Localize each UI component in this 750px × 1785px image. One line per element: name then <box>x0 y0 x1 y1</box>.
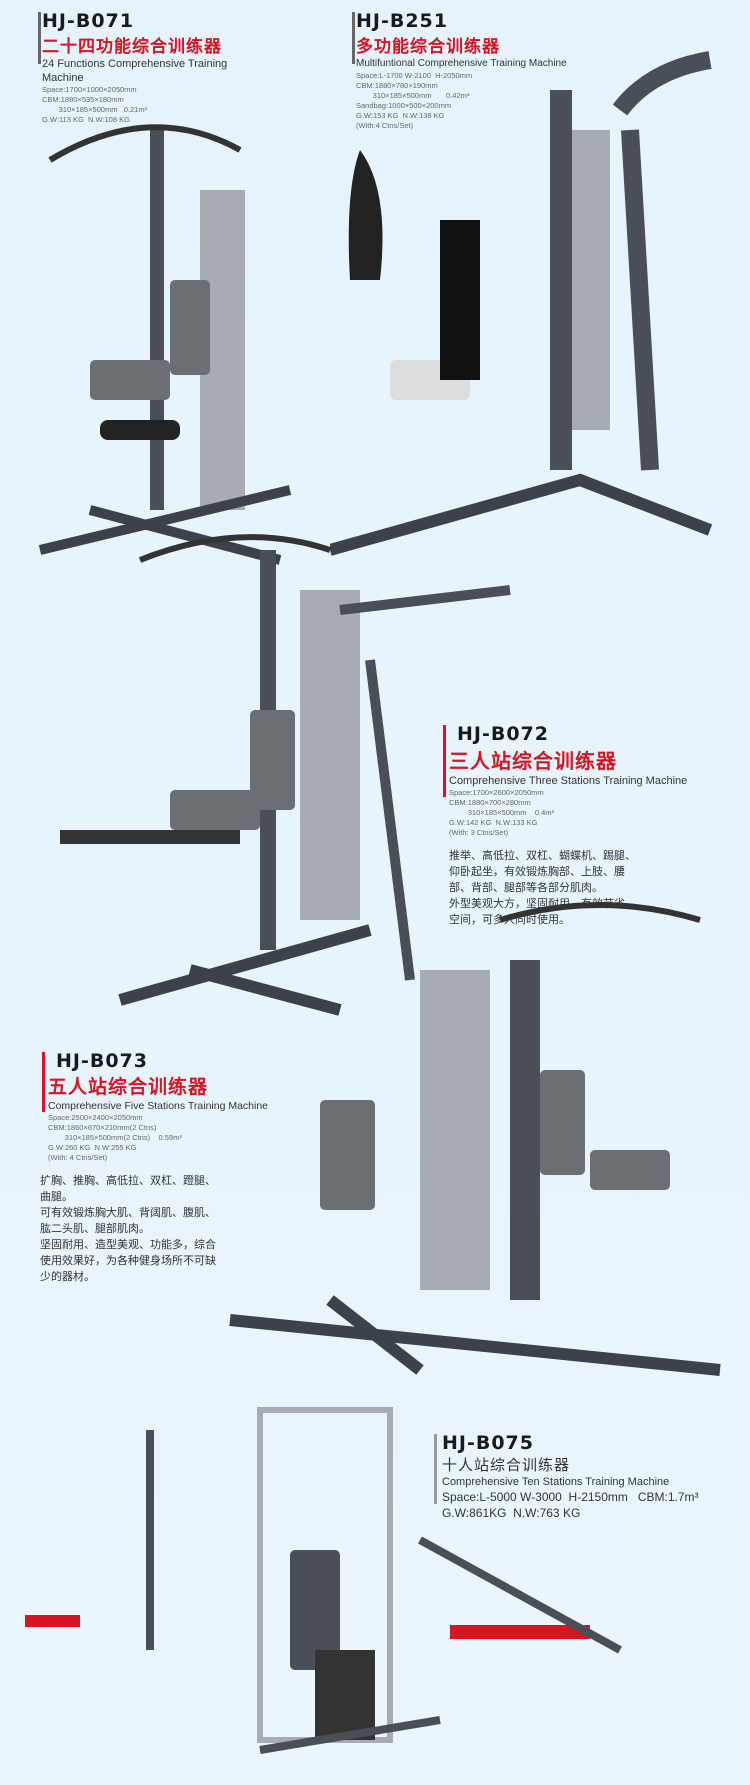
spec-line: G.W:113 KG N.W:108 KG <box>42 115 130 124</box>
product-code: HJ-B251 <box>356 10 448 32</box>
product-name-cn: 三人站综合训练器 <box>449 749 617 773</box>
product-code: HJ-B073 <box>56 1050 148 1072</box>
description-line: 使用效果好，为各种健身场所不可缺 <box>40 1254 216 1267</box>
divider <box>38 12 41 64</box>
spec-line: G.W:260 KG N.W:255 KG <box>48 1143 137 1152</box>
product-code: HJ-B071 <box>42 10 134 32</box>
product-name-cn: 十人站综合训练器 <box>442 1456 571 1474</box>
product-name-en: Comprehensive Ten Stations Training Mach… <box>442 1476 670 1488</box>
description-line: 空间，可多人同时使用。 <box>449 913 570 926</box>
divider <box>352 12 355 64</box>
divider <box>434 1434 437 1504</box>
spec-line: 310×185×500mm 0.42m³ <box>356 91 470 100</box>
product-description: 扩胸、推胸、高低拉、双杠、蹬腿、 曲腿。 可有效锻炼胸大肌、背阔肌、腹肌、 肱二… <box>40 1173 292 1285</box>
spec-line: G.W:153 KG N.W:138 KG <box>356 111 445 120</box>
product-name-en: Comprehensive Five Stations Training Mac… <box>48 1100 269 1112</box>
product-name-cn: 多功能综合训练器 <box>356 37 500 57</box>
spec-line: 310×185×500mm 0.4m³ <box>449 808 555 817</box>
spec-line: G.W:142 KG N.W:133 KG <box>449 818 538 827</box>
description-line: 可有效锻炼胸大肌、背阔肌、腹肌、 <box>40 1206 216 1219</box>
spec-line: 310×185×500mm 0.21m³ <box>42 105 148 114</box>
machine-b072-image <box>60 534 511 1016</box>
description-line: 少的器材。 <box>40 1270 95 1283</box>
divider <box>443 725 446 797</box>
spec-line: (With: 3 Ctns/Set) <box>449 828 509 837</box>
divider <box>42 1052 45 1112</box>
description-line: 外型美观大方，坚固耐用，有效节省 <box>449 897 625 910</box>
spec-line: Space:L-1700 W-2100 H-2050mm <box>356 71 473 80</box>
spec-line: CBM:1880×700×280mm <box>449 798 531 807</box>
product-name-en: 24 Functions Comprehensive Training Mach… <box>42 58 228 84</box>
product-name-cn: 五人站综合训练器 <box>48 1076 209 1098</box>
description-line: 坚固耐用、造型美观、功能多，综合 <box>40 1238 216 1251</box>
spec-line: (With: 4 Ctns/Set) <box>48 1153 108 1162</box>
spec-line: G.W:861KG N.W:763 KG <box>442 1506 581 1520</box>
description-line: 推举、高低拉、双杠、蝴蝶机、踢腿、 <box>449 849 636 862</box>
product-b073-info: HJ-B073 五人站综合训练器 Comprehensive Five Stat… <box>40 1050 292 1285</box>
description-line: 仰卧起坐，有效锻炼胸部、上肢、腰 <box>449 865 625 878</box>
spec-line: (With:4 Ctns/Set) <box>356 121 414 130</box>
product-code: HJ-B072 <box>457 723 549 745</box>
product-code: HJ-B075 <box>442 1432 534 1454</box>
product-b075-info: HJ-B075 十人站综合训练器 Comprehensive Ten Stati… <box>434 1432 744 1521</box>
description-line: 部、背部、腿部等各部分肌肉。 <box>449 881 603 894</box>
product-description: 推举、高低拉、双杠、蝴蝶机、踢腿、 仰卧起坐，有效锻炼胸部、上肢、腰 部、背部、… <box>449 848 743 928</box>
product-b071-info: HJ-B071 二十四功能综合训练器 24 Functions Comprehe… <box>38 10 238 125</box>
machine-b075-image <box>25 1407 622 1754</box>
spec-line: CBM:1880×535×180mm <box>42 95 124 104</box>
product-b251-info: HJ-B251 多功能综合训练器 Multifuntional Comprehe… <box>352 10 592 131</box>
description-line: 肱二头肌、腿部肌肉。 <box>40 1222 150 1235</box>
spec-line: Space:2500×2400×2050mm <box>48 1113 143 1122</box>
product-name-cn: 二十四功能综合训练器 <box>42 37 222 57</box>
machine-b073-image <box>229 902 721 1376</box>
spec-line: Space:1700×2600×2050mm <box>449 788 544 797</box>
machine-b251-image <box>330 51 713 556</box>
machine-b071-image <box>38 124 292 565</box>
spec-line: 310×185×500mm(2 Ctns) 0.59m³ <box>48 1133 182 1142</box>
product-b072-info: HJ-B072 三人站综合训练器 Comprehensive Three Sta… <box>443 723 743 928</box>
description-line: 扩胸、推胸、高低拉、双杠、蹬腿、 <box>40 1174 216 1187</box>
spec-line: CBM:1860×670×210mm(2 Ctns) <box>48 1123 157 1132</box>
spec-line: Space:L-5000 W-3000 H-2150mm CBM:1.7m³ <box>442 1490 699 1504</box>
product-name-en: Multifuntional Comprehensive Training Ma… <box>356 58 567 69</box>
spec-line: Sandbag:1000×500×200mm <box>356 101 452 110</box>
spec-line: Space:1700×1000×2050mm <box>42 85 137 94</box>
product-name-en: Comprehensive Three Stations Training Ma… <box>449 775 688 787</box>
description-line: 曲腿。 <box>40 1190 73 1203</box>
spec-line: CBM:1880×780×190mm <box>356 81 438 90</box>
